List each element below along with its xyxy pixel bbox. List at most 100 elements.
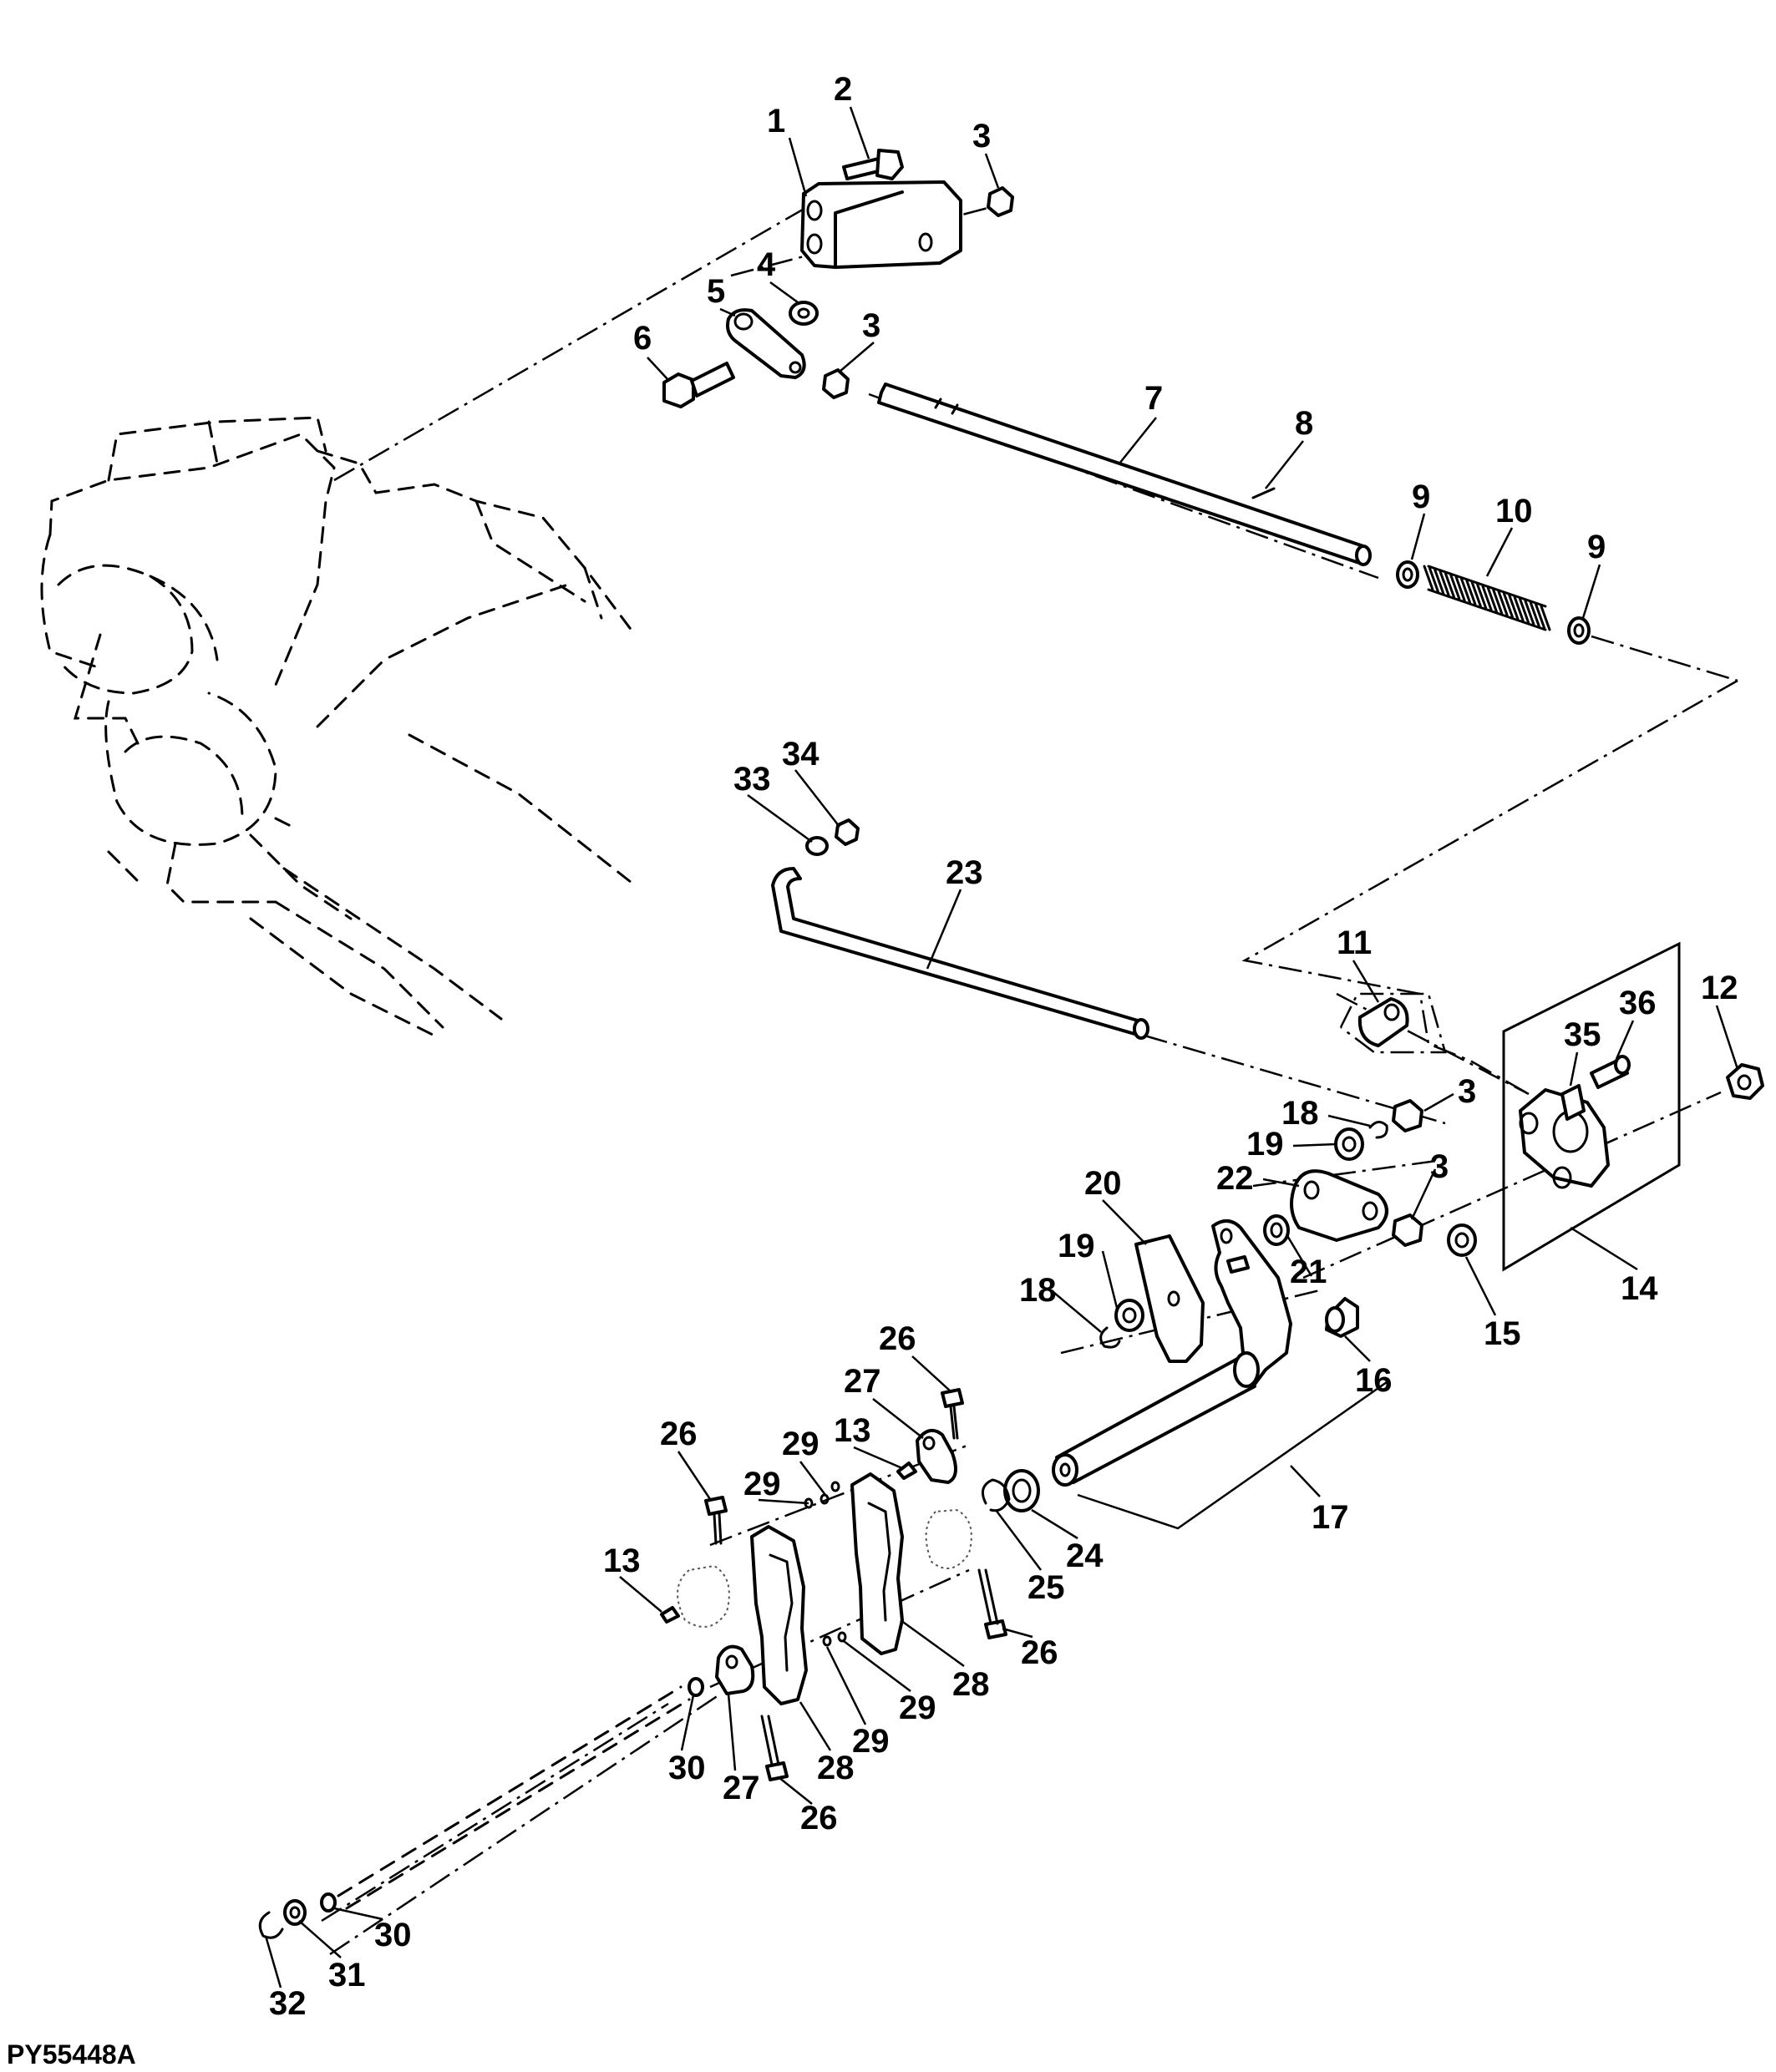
callout-leader [264, 1935, 282, 1988]
part-31-washer [283, 1899, 307, 1926]
callout-36: 36 [1619, 985, 1657, 1021]
part-22-bracket [1290, 1169, 1388, 1242]
callout-28: 28 [817, 1750, 855, 1786]
part-14-panel [1502, 941, 1681, 1272]
callout-leader [727, 1693, 737, 1771]
callout-leader [825, 1646, 867, 1725]
part-30-rings [320, 1677, 704, 1912]
callout-25: 25 [1028, 1569, 1065, 1606]
callout-leader [677, 1451, 712, 1500]
callout-leader [747, 793, 813, 843]
callout-leader [1410, 1168, 1437, 1220]
callout-leader [995, 1509, 1042, 1571]
callout-leader [843, 1640, 911, 1692]
part-12-nut [1726, 1063, 1764, 1100]
callout-30: 30 [668, 1750, 706, 1786]
callout-leader [1292, 1142, 1337, 1147]
part-18-clip-lower [1099, 1326, 1121, 1349]
part-17-shaft-arm [1052, 1219, 1292, 1487]
figure-id: PY55448A [7, 2039, 136, 2069]
callout-13: 13 [603, 1543, 641, 1579]
callout-leader [849, 106, 870, 160]
callout-leader [1102, 1199, 1147, 1245]
callout-10: 10 [1495, 493, 1533, 529]
callout-30: 30 [374, 1917, 412, 1953]
callout-7: 7 [1144, 380, 1163, 417]
part-18-clip-upper [1368, 1121, 1388, 1139]
callout-leader [1327, 1114, 1371, 1127]
callout-26: 26 [1021, 1634, 1058, 1671]
phantom-lower-rod [337, 1685, 691, 1910]
callout-18: 18 [1019, 1272, 1057, 1309]
callout-leader [298, 1920, 342, 1958]
part-27-clamp-upper [916, 1428, 957, 1484]
callout-leader-17 [1077, 1380, 1388, 1530]
callout-1: 1 [767, 103, 785, 139]
part-24-washer [1003, 1469, 1040, 1512]
callout-leader [1031, 1508, 1078, 1540]
part-6-bolt [662, 362, 735, 408]
callout-14: 14 [1621, 1270, 1658, 1307]
part-36-stud [1590, 1055, 1631, 1089]
callout-32: 32 [269, 1985, 307, 2022]
callout-leader [1265, 440, 1304, 489]
callout-15: 15 [1484, 1315, 1521, 1352]
callout-leader [1615, 1020, 1635, 1060]
callout-19: 19 [1058, 1228, 1095, 1264]
callout-29: 29 [852, 1723, 890, 1760]
part-19-washer-upper [1334, 1127, 1364, 1161]
callout-18: 18 [1281, 1095, 1319, 1132]
callout-9: 9 [1587, 529, 1606, 565]
callout-leader [911, 1355, 951, 1392]
callout-12: 12 [1701, 970, 1738, 1006]
callout-26: 26 [879, 1320, 916, 1357]
callout-leader [647, 357, 669, 381]
callout-28: 28 [952, 1666, 990, 1703]
callout-leader [1344, 1335, 1371, 1362]
callout-leader [839, 342, 875, 372]
callout-leader [1262, 1178, 1300, 1188]
callout-leader [788, 137, 808, 197]
callout-leader-17-stem [1290, 1465, 1321, 1497]
callout-leader [1410, 513, 1426, 560]
part-19-washer-lower [1114, 1299, 1144, 1332]
callout-leaders [264, 106, 1739, 1988]
phantom-linkage-items [677, 1508, 972, 1628]
callout-leader [1053, 1292, 1102, 1333]
part-2-bolt [842, 149, 904, 180]
callout-leader [333, 1907, 383, 1921]
callout-24: 24 [1066, 1538, 1104, 1574]
callout-4: 4 [757, 246, 776, 283]
callout-26: 26 [800, 1800, 838, 1836]
callout-3: 3 [1430, 1148, 1449, 1185]
assembly-centre-lines [321, 196, 1738, 1956]
spring-coils [1423, 565, 1551, 631]
callout-leader [1485, 527, 1514, 577]
callout-3: 3 [972, 118, 991, 155]
callout-leader [778, 1776, 813, 1805]
callout-33: 33 [733, 761, 771, 798]
callout-leader [1581, 564, 1601, 619]
part-13-keys [660, 1462, 917, 1624]
part-23-rod [771, 867, 1149, 1040]
callout-leader [984, 153, 1000, 189]
part-25-retaining-ring [981, 1478, 1011, 1512]
callout-leader [1285, 1234, 1313, 1277]
callout-23: 23 [946, 854, 983, 891]
callout-leader [900, 1619, 965, 1668]
callout-6: 6 [633, 320, 652, 357]
callout-leader [853, 1446, 903, 1470]
callout-8: 8 [1295, 405, 1313, 442]
callout-leader [872, 1398, 924, 1439]
callout-5: 5 [707, 273, 725, 310]
part-27-clamp-lower [715, 1644, 755, 1695]
part-7-rod [877, 382, 1372, 566]
part-20-plate [1134, 1234, 1205, 1363]
callout-leader [799, 1701, 832, 1751]
part-1-bracket [800, 180, 962, 269]
part-35-pin [1560, 1084, 1586, 1121]
callout-11: 11 [1337, 925, 1372, 961]
callout-17: 17 [1312, 1499, 1349, 1536]
engine-phantom-outline [40, 416, 637, 1037]
callout-27: 27 [723, 1770, 760, 1806]
